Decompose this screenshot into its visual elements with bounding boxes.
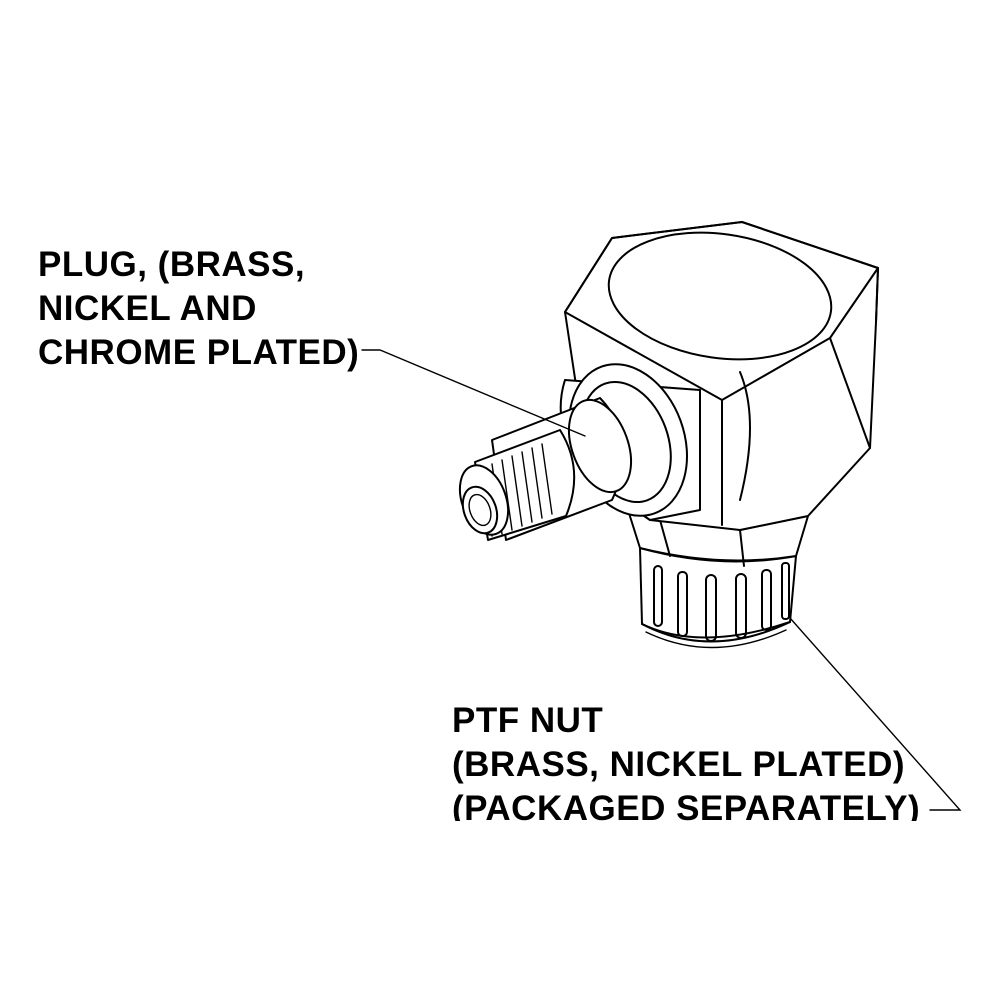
plug-leader-line xyxy=(361,349,586,437)
plug-callout-line-2: NICKEL AND xyxy=(38,289,257,328)
top-face-circle xyxy=(607,231,833,361)
ptf-nut-callout-line-3: (PACKAGED SEPARATELY) xyxy=(452,789,921,821)
nut-ribs xyxy=(653,562,790,642)
plug-graphic xyxy=(458,363,701,541)
ptf-nut-callout-line-2: (BRASS, NICKEL PLATED) xyxy=(452,745,906,784)
ptf-nut-callout-line-1: PTF NUT xyxy=(452,701,604,740)
leader-lines xyxy=(361,349,962,811)
plug-callout-line-3: CHROME PLATED) xyxy=(38,333,360,372)
ptf-nut-graphic xyxy=(639,547,797,649)
plug-callout-line-1: PLUG, (BRASS, xyxy=(38,245,306,284)
ptf-nut-callout: PTF NUT (BRASS, NICKEL PLATED) (PACKAGED… xyxy=(452,699,920,821)
nut-leader-line xyxy=(789,617,962,811)
plug-callout: PLUG, (BRASS, NICKEL AND CHROME PLATED) xyxy=(38,243,359,375)
